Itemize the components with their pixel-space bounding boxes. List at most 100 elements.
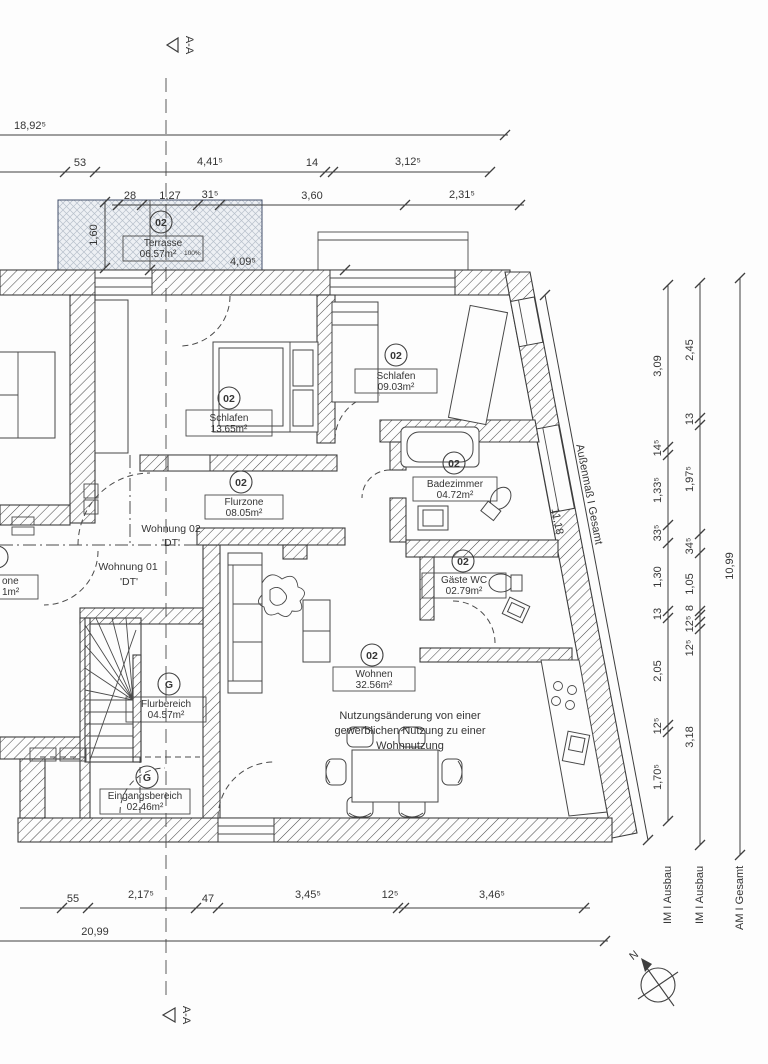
dim-value: 28 — [124, 190, 136, 202]
dim-value: 55 — [67, 893, 79, 905]
dim-value: 2,05 — [652, 660, 664, 681]
sofa — [227, 552, 263, 694]
room-label-badezimmer: 02 Badezimmer 04.72m² — [412, 451, 498, 502]
apartment-labels: Wohnung 02 'DT' Wohnung 01 'DT' — [98, 523, 201, 588]
section-label-bottom: A-A — [180, 1006, 192, 1025]
room-name: Wohnen — [355, 669, 392, 680]
dim-value: 1,70⁵ — [652, 764, 664, 790]
room-tag: G — [143, 772, 151, 784]
dim-value: 14⁵ — [652, 440, 664, 457]
dim-value: 31⁵ — [202, 189, 219, 201]
room-label-left-partial: one 1m² — [0, 545, 39, 600]
section-label-top: A-A — [183, 36, 195, 55]
dim-value: 4,09⁵ — [230, 256, 256, 268]
radiators — [11, 483, 99, 762]
double-bed — [212, 341, 319, 433]
window-top-left — [94, 269, 153, 296]
room-name: Badezimmer — [427, 479, 484, 490]
dim-value: 2,17⁵ — [128, 889, 154, 901]
note-line-3: Wohnnutzung — [376, 740, 444, 752]
dim-value: 3,46⁵ — [479, 889, 505, 901]
room-label-schlafen1: 02 Schlafen 13.65m² — [185, 386, 273, 437]
stairs — [84, 617, 142, 763]
dim-value: 20,99 — [81, 926, 109, 938]
diagonal-wall — [504, 271, 638, 839]
furniture — [0, 299, 608, 818]
guest-wc-toilet — [488, 573, 523, 593]
section-marker-bottom — [161, 1006, 176, 1024]
dim-value: 53 — [74, 157, 86, 169]
dim-value: 1,60 — [88, 224, 100, 245]
room-area: 09.03m² — [378, 382, 415, 393]
dim-value: 3,12⁵ — [395, 156, 421, 168]
room-name: Flurbereich — [141, 699, 191, 710]
dim-value: 1,05 — [684, 573, 696, 594]
dim-value: 3,09 — [652, 355, 664, 376]
note-line-1: Nutzungsänderung von einer — [339, 710, 481, 722]
entrance-opening — [217, 817, 275, 843]
dim-value: 1,30 — [652, 566, 664, 587]
dim-value: 3,60 — [301, 190, 322, 202]
dim-value: 2,31⁵ — [449, 189, 475, 201]
interior-walls — [79, 294, 573, 819]
outer-walls — [0, 269, 638, 843]
room-name: Terrasse — [144, 238, 183, 249]
room-tag: 02 — [366, 650, 378, 662]
chain-label: AM I Gesamt — [734, 866, 746, 930]
left-wall-bottom — [19, 758, 46, 819]
side-table — [302, 599, 331, 663]
terrace-deck — [57, 199, 263, 271]
bed-left-partial — [0, 351, 56, 439]
windows — [94, 269, 575, 843]
dim-terrace-height: 1,60 — [88, 196, 111, 274]
room-label-flurzone: 02 Flurzone 08.05m² — [204, 470, 284, 520]
dim-chain-mid: 2,45 13 1,97⁵ 34⁵ 1,05 8 12⁵ 12⁵ 3,18 IM… — [684, 277, 706, 924]
plant-scribble — [258, 574, 305, 617]
dim-top-total: 18,92⁵ — [0, 120, 511, 141]
left-wall-upper — [69, 294, 96, 524]
room-area: 02.46m² — [127, 802, 164, 813]
dim-value: 34⁵ — [684, 538, 696, 555]
dim-value: 14 — [306, 157, 318, 169]
room-tag: 02 — [390, 350, 402, 362]
dim-value: 47 — [202, 893, 214, 905]
room-tag: 02 — [155, 217, 167, 229]
bath-sink — [417, 505, 449, 531]
room-area: 08.05m² — [226, 508, 263, 519]
room-name-fragment: one — [2, 576, 19, 587]
dim-value: 3,45⁵ — [295, 889, 321, 901]
window-diagonal-2 — [534, 424, 575, 514]
dim-value: 12⁵ — [684, 616, 696, 633]
room-tag: 02 — [235, 477, 247, 489]
bathtub — [400, 426, 480, 468]
chain-label: IM I Ausbau — [662, 866, 674, 924]
room-name: Eingangsbereich — [108, 791, 183, 802]
dim-value: 13 — [652, 608, 664, 620]
dim-value: 1,97⁵ — [684, 466, 696, 492]
room-tag: 02 — [448, 458, 460, 470]
room-area: 02.79m² — [446, 586, 483, 597]
left-wall-mid — [0, 504, 71, 526]
room-name: Schlafen — [377, 371, 416, 382]
room-label-gaeste-wc: 02 Gäste WC 02.79m² — [421, 549, 507, 599]
bath-wc — [480, 486, 512, 522]
room-label-terrasse: 02 Terrasse 06.57m² · 100% — [122, 210, 204, 262]
room-area: 06.57m² — [140, 249, 177, 260]
north-label: N — [627, 948, 641, 962]
room-label-wohnen: 02 Wohnen 32.56m² — [332, 643, 416, 692]
dim-top-row2: 53 4,41⁵ 14 3,12⁵ — [0, 156, 496, 178]
room-name: Flurzone — [225, 497, 264, 508]
dim-value: 4,41⁵ — [197, 156, 223, 168]
room-tag: 02 — [457, 556, 469, 568]
room-area: 13.65m² — [211, 424, 248, 435]
dim-value: 3,18 — [684, 726, 696, 747]
room-tag: G — [165, 679, 173, 691]
dim-top-row3: 28 1,27 31⁵ 3,60 2,31⁵ — [112, 189, 526, 211]
room-area: 32.56m² — [356, 680, 393, 691]
dim-terrace-width: 4,09⁵ — [144, 256, 351, 276]
dim-value: 8 — [684, 605, 696, 611]
room-label-eingangsbereich: G Eingangsbereich 02.46m² — [99, 765, 191, 815]
balcony-outline — [317, 231, 469, 271]
room-area: 04.72m² — [437, 490, 474, 501]
guest-wc-sink — [501, 596, 531, 624]
